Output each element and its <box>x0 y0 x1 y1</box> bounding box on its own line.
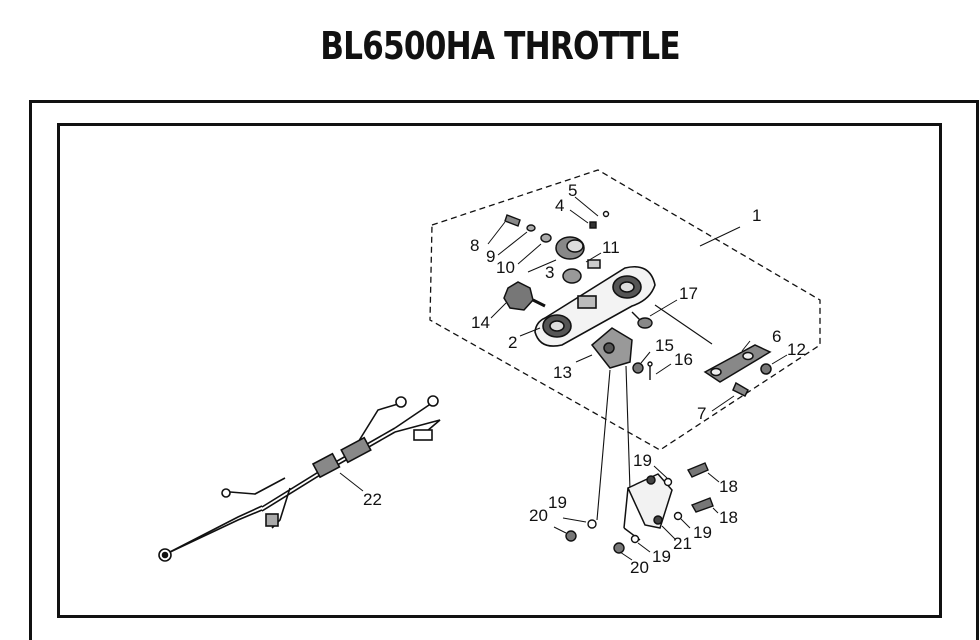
callout-9: 9 <box>486 247 495 266</box>
leader-down-b <box>625 365 631 491</box>
callout-18b: 18 <box>719 508 738 527</box>
callout-13: 13 <box>553 363 572 382</box>
mounting-plate <box>703 344 772 398</box>
callout-leaders <box>339 196 788 561</box>
callout-5: 5 <box>568 181 577 200</box>
outer-frame <box>29 100 979 640</box>
callout-7: 7 <box>697 404 706 423</box>
callout-10: 10 <box>496 258 515 277</box>
callout-6: 6 <box>772 327 781 346</box>
callout-4: 4 <box>555 196 564 215</box>
leader-plate <box>654 304 713 345</box>
throttle-lever-body <box>534 266 656 347</box>
cable-bracket <box>590 327 633 369</box>
callout-22: 22 <box>363 490 382 509</box>
lower-bracket <box>623 473 673 541</box>
callout-15: 15 <box>655 336 674 355</box>
callout-20b: 20 <box>630 558 649 577</box>
callout-labels: 1 2 3 4 5 6 7 8 9 10 11 12 13 14 15 16 1… <box>363 181 806 577</box>
callout-20a: 20 <box>529 506 548 525</box>
friction-wheel <box>555 236 601 284</box>
inner-frame <box>57 123 942 618</box>
callout-1: 1 <box>752 206 761 225</box>
callout-11: 11 <box>602 238 620 257</box>
screw-17 <box>631 311 653 329</box>
callout-8: 8 <box>470 236 479 255</box>
callout-18a: 18 <box>719 477 738 496</box>
throttle-knob <box>503 281 546 311</box>
callout-17: 17 <box>679 284 698 303</box>
leader-down-a <box>596 369 611 521</box>
callout-21: 21 <box>673 534 692 553</box>
callout-2: 2 <box>508 333 517 352</box>
callout-14: 14 <box>471 313 490 332</box>
callout-19b: 19 <box>548 493 567 512</box>
assembly-outline <box>429 169 821 451</box>
callout-16: 16 <box>674 350 693 369</box>
callout-19a: 19 <box>633 451 652 470</box>
callout-19c: 19 <box>652 547 671 566</box>
callout-3: 3 <box>545 263 554 282</box>
callout-12: 12 <box>787 340 806 359</box>
nut-pin-group <box>632 361 653 380</box>
diagram-title: BL6500HA THROTTLE <box>320 24 680 68</box>
small-fasteners <box>504 210 610 243</box>
callout-19d: 19 <box>693 523 712 542</box>
throttle-cable <box>158 395 441 562</box>
lower-fasteners <box>565 462 714 554</box>
